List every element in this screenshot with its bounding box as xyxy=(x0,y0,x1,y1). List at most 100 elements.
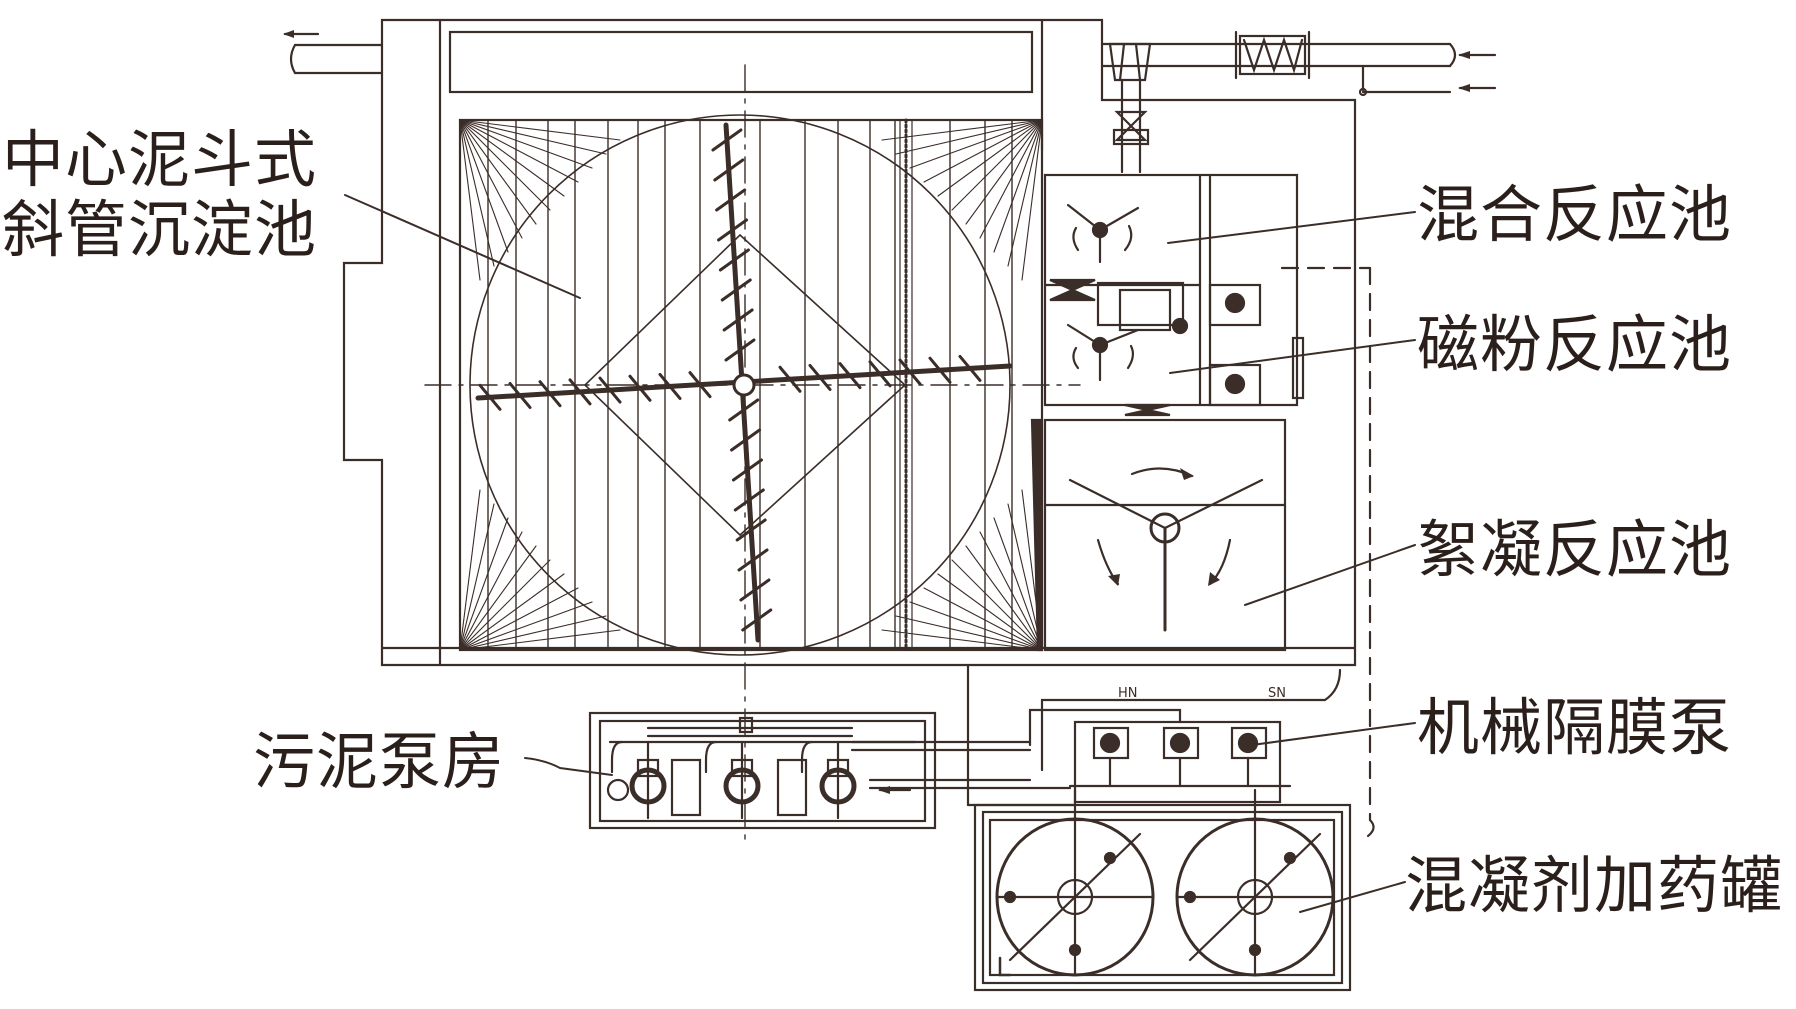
scraper-blade xyxy=(898,358,922,386)
scraper-blade xyxy=(715,188,747,212)
sludge-pump xyxy=(723,767,761,805)
fan-line xyxy=(459,615,607,651)
pipe-tag-sn: SN xyxy=(1268,686,1286,701)
fan-line xyxy=(951,119,1043,211)
fan-line xyxy=(459,119,523,239)
fan-line xyxy=(459,517,509,651)
magnetic-powder-reaction-tank xyxy=(1066,283,1305,417)
fan-line xyxy=(993,517,1043,651)
label-sedimentation-tank-line2: 斜管沉淀池 xyxy=(2,193,318,266)
scraper-blade xyxy=(718,248,750,272)
fan-line xyxy=(923,587,1043,651)
label-flocculation-tank: 絮凝反应池 xyxy=(1417,513,1733,586)
scraper-blade xyxy=(598,376,622,404)
scraper-blade xyxy=(928,356,952,384)
scraper-blade xyxy=(728,398,760,422)
fan-line xyxy=(979,119,1043,239)
coagulant-dosing-tanks xyxy=(973,788,1352,992)
scraper-blade xyxy=(808,363,832,391)
inlet-pipe xyxy=(1100,30,1497,174)
pump-motor xyxy=(636,758,660,778)
pump-base xyxy=(670,758,702,817)
fan-line xyxy=(459,503,495,651)
pump-elbow xyxy=(610,740,624,774)
scraper-blade xyxy=(730,428,762,452)
scraper-blade xyxy=(735,518,767,542)
outlet-pipe xyxy=(283,30,384,75)
fan-line xyxy=(459,119,621,141)
fan-line xyxy=(459,587,579,651)
fan-line xyxy=(459,531,523,651)
pump-fitting xyxy=(606,778,630,802)
scraper-blade xyxy=(508,381,532,409)
fan-line xyxy=(459,489,481,651)
scraper-blade xyxy=(568,378,592,406)
fan-line xyxy=(459,119,579,183)
label-leaders xyxy=(344,194,1416,913)
scraper-blade xyxy=(868,360,892,388)
fan-line xyxy=(459,559,551,651)
scraper-blade xyxy=(958,354,982,382)
scraper-blade xyxy=(658,372,682,400)
fan-line xyxy=(937,573,1043,651)
pump-head xyxy=(1099,732,1121,754)
fan-line xyxy=(459,119,551,211)
fan-line xyxy=(459,119,537,225)
pipe-tag-hn: HN xyxy=(1118,686,1138,701)
inclined-tube-clarifier xyxy=(424,64,1081,846)
sludge-pump xyxy=(629,767,667,805)
fan-line xyxy=(459,573,565,651)
scraper-blade xyxy=(724,338,756,362)
fan-line xyxy=(459,119,593,169)
scraper-blade xyxy=(838,362,862,390)
scraper-blade xyxy=(741,608,773,632)
scraper-blade xyxy=(778,365,802,393)
fan-line xyxy=(459,119,607,155)
scraper-blade xyxy=(478,383,502,411)
label-coagulant-tank: 混凝剂加药罐 xyxy=(1405,849,1784,922)
fan-line xyxy=(459,119,565,197)
fan-line xyxy=(459,119,495,267)
flocculation-reaction-tank xyxy=(1043,418,1287,652)
fan-line xyxy=(1021,119,1043,281)
fan-line xyxy=(881,629,1043,651)
fan-line xyxy=(979,531,1043,651)
fan-line xyxy=(965,119,1043,225)
scraper-blade xyxy=(713,158,745,182)
fan-line xyxy=(951,559,1043,651)
fan-line xyxy=(965,545,1043,651)
fan-line xyxy=(459,119,509,253)
fan-line xyxy=(937,119,1043,197)
fan-line xyxy=(459,601,593,651)
label-sludge-pump-room: 污泥泵房 xyxy=(253,725,506,798)
scraper-blade xyxy=(720,278,752,302)
scraper-blade xyxy=(688,371,712,399)
fan-line xyxy=(459,545,537,651)
fan-line xyxy=(993,119,1043,253)
sludge-pump-room xyxy=(588,711,1032,830)
sludge-pump xyxy=(819,767,857,805)
sedimentation-tank-structure xyxy=(342,18,1357,667)
fan-line xyxy=(895,615,1043,651)
label-sedimentation-tank-line1: 中心泥斗式 xyxy=(2,123,318,196)
scraper-blade xyxy=(739,578,771,602)
scraper-blade xyxy=(737,548,769,572)
label-diaphragm-pump: 机械隔膜泵 xyxy=(1417,691,1733,764)
fan-line xyxy=(881,119,1043,141)
pump-base xyxy=(776,758,808,817)
scraper-blade xyxy=(731,458,763,482)
pump-elbow xyxy=(704,740,718,774)
pump-head xyxy=(1169,732,1191,754)
scraper-blade xyxy=(717,218,749,242)
pump-motor xyxy=(826,758,850,778)
pump-head xyxy=(1237,732,1259,754)
label-magnetic-tank: 磁粉反应池 xyxy=(1417,308,1733,381)
fan-line xyxy=(1007,119,1043,267)
fan-line xyxy=(909,601,1043,651)
scraper-blade xyxy=(538,380,562,408)
scraper-blade xyxy=(722,308,754,332)
fan-line xyxy=(895,119,1043,155)
scraper-blade xyxy=(733,488,765,512)
fan-line xyxy=(923,119,1043,183)
